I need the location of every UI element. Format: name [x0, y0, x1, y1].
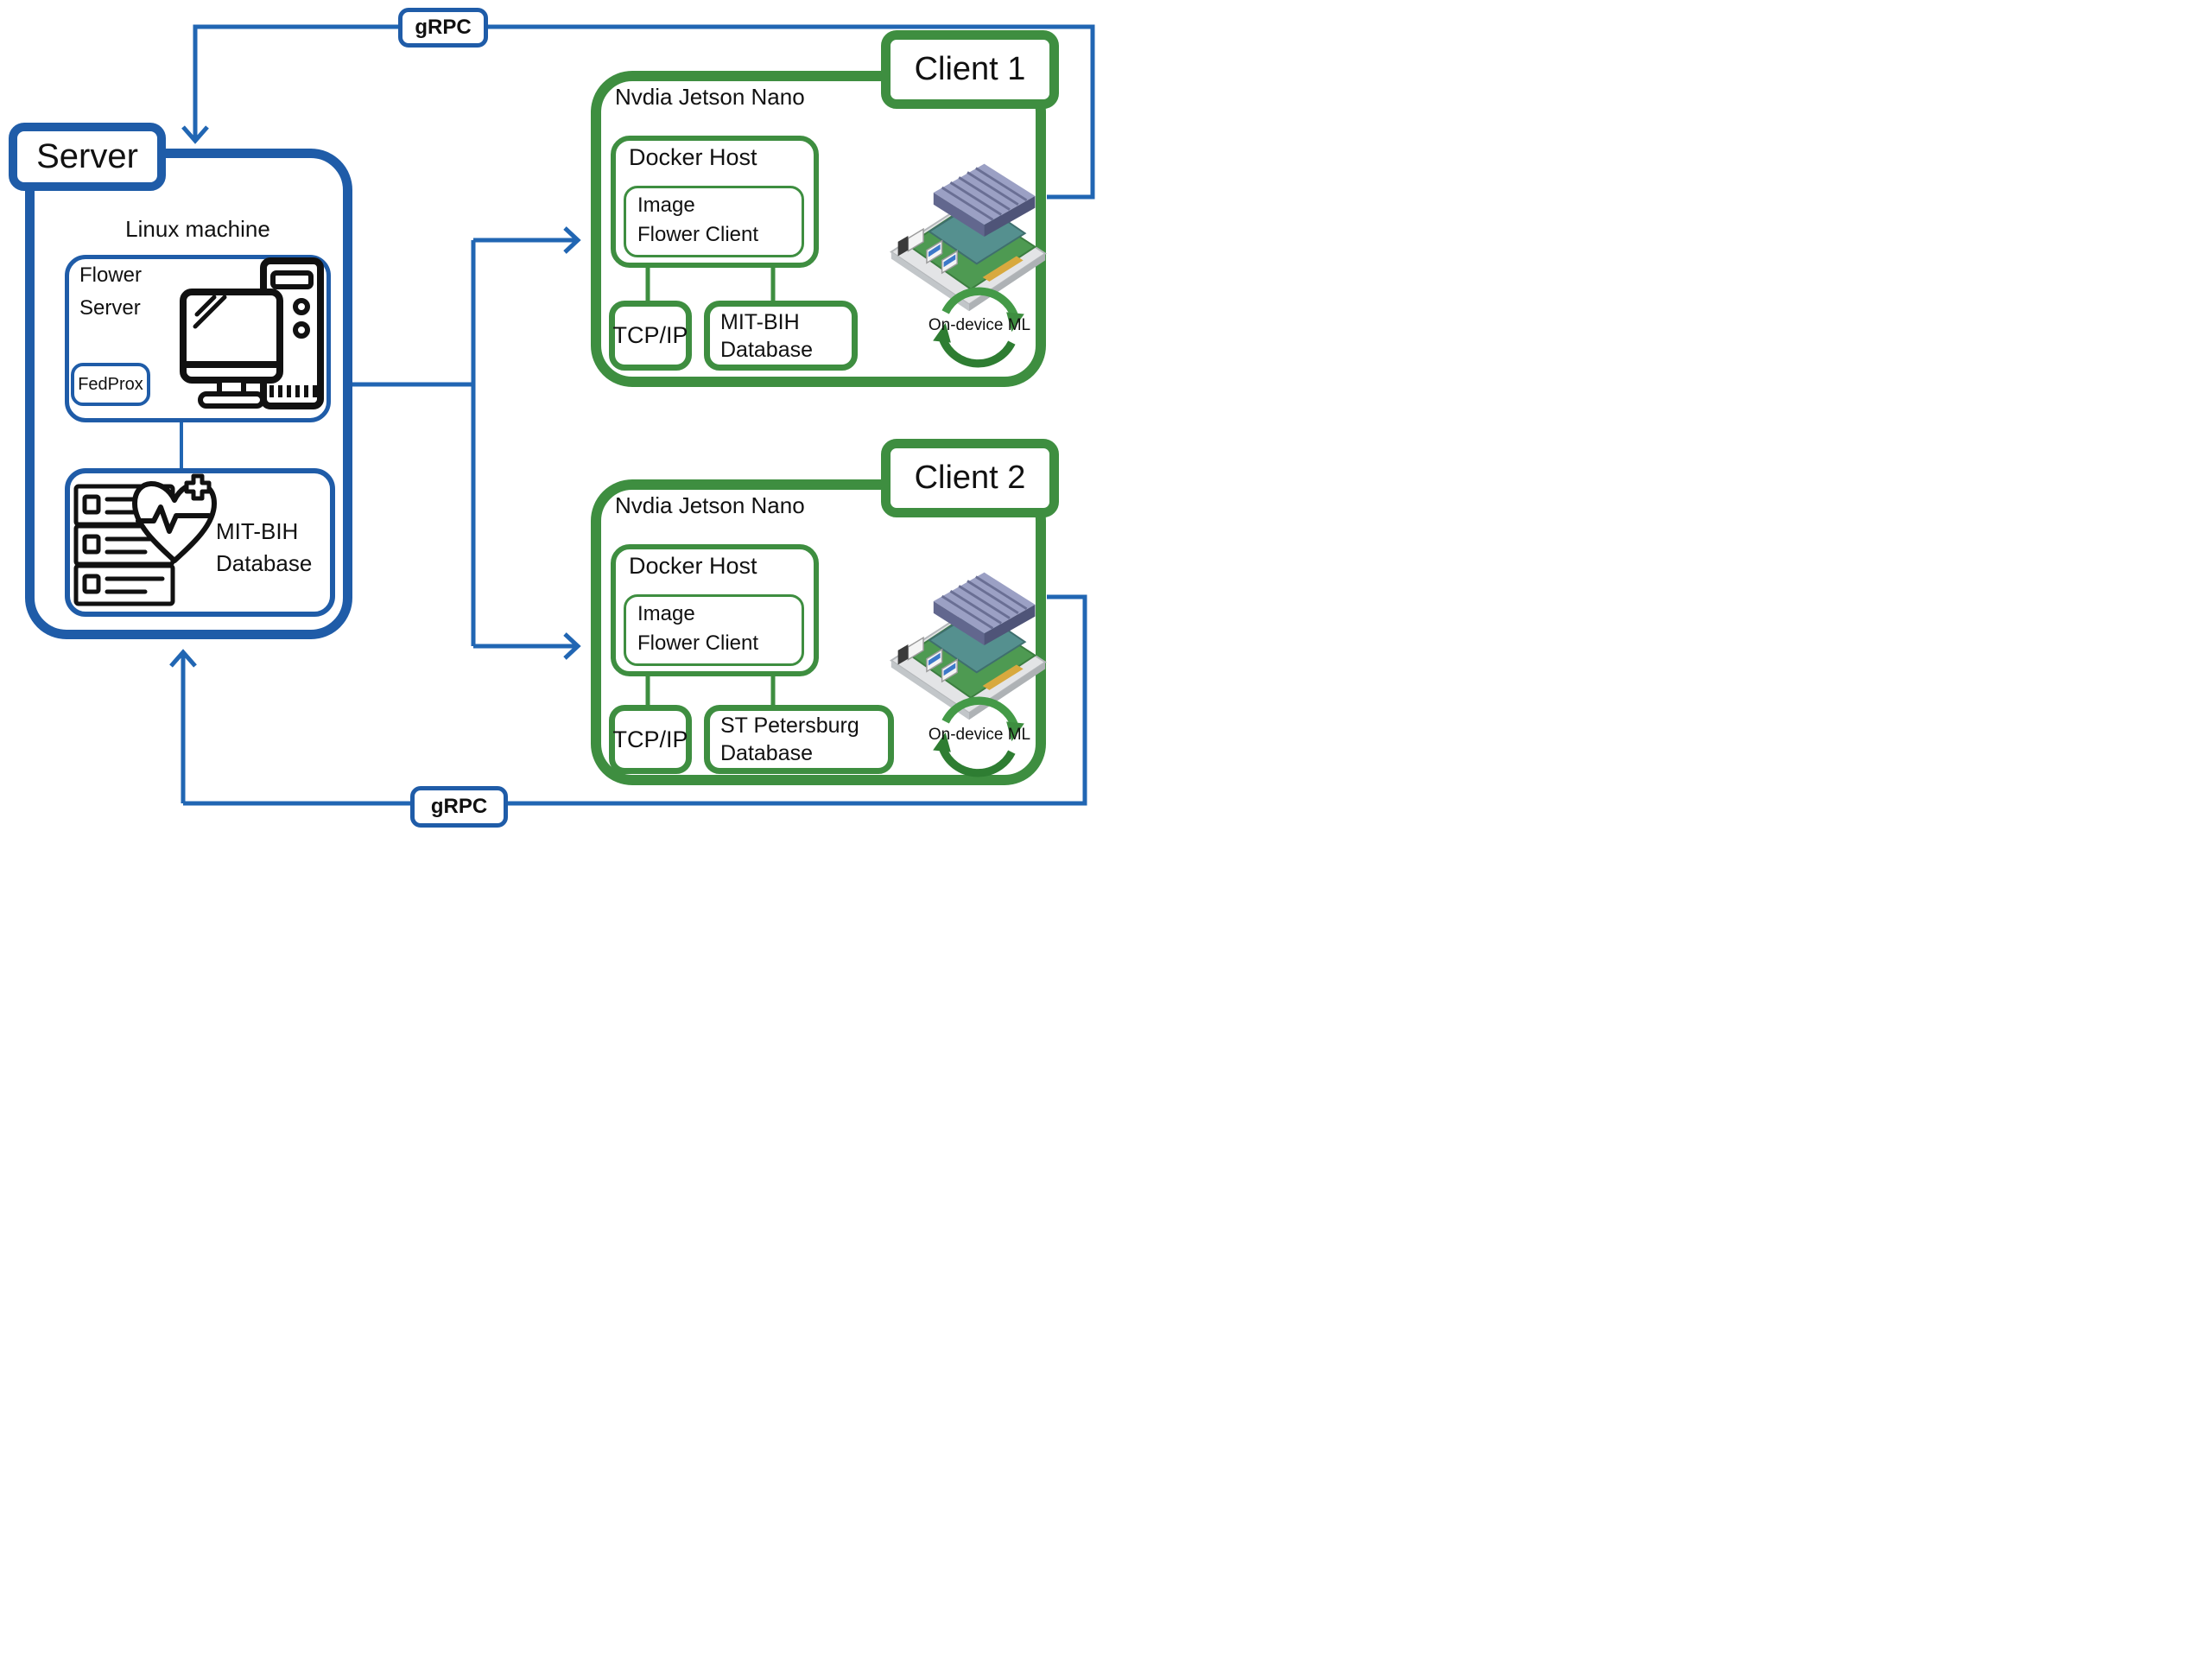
- client1-docker-label: Docker Host: [629, 144, 757, 170]
- federated-learning-architecture-diagram: Server Linux machine Flower Server FedPr…: [0, 0, 1106, 831]
- server-title-box: Server: [9, 123, 166, 191]
- client2-image-label-line2: Flower Client: [637, 631, 759, 655]
- grpc-top-line: [181, 24, 1095, 200]
- client2-device-label: Nvdia Jetson Nano: [615, 492, 805, 518]
- client1-device-label: Nvdia Jetson Nano: [615, 84, 805, 110]
- client1-tcpip-box: TCP/IP: [609, 301, 692, 371]
- arrow-down-icon: [181, 125, 209, 144]
- client1-image-label-line2: Flower Client: [637, 223, 759, 246]
- client1-image-label-line1: Image: [637, 193, 695, 217]
- server-to-clients-line: [352, 226, 581, 660]
- flower-server-box: [65, 255, 331, 422]
- grpc-bottom-label: gRPC: [430, 795, 488, 818]
- server-database-box: [65, 468, 335, 617]
- client2-tcpip-label: TCP/IP: [612, 726, 688, 752]
- flower-server-label-line1: Flower: [79, 263, 143, 287]
- arrow-right-icon: [563, 226, 581, 254]
- client1-database-line2: Database: [720, 337, 814, 362]
- on-device-ml-icon: [933, 696, 1024, 777]
- client2-tcpip-box: TCP/IP: [609, 705, 692, 774]
- arrow-right-icon: [563, 632, 581, 660]
- health-database-icon: [73, 473, 217, 606]
- server-title: Server: [36, 137, 138, 175]
- client2-title: Client 2: [914, 460, 1026, 496]
- client2-docker-host-box: [611, 544, 819, 676]
- client1-image-box: [624, 186, 804, 257]
- client2-ml-label: On-device ML: [928, 726, 1031, 744]
- desktop-computer-icon: [180, 257, 324, 409]
- client2-database-box: ST Petersburg Database: [704, 705, 894, 774]
- grpc-bottom-line: [169, 594, 1087, 806]
- on-device-ml-icon: [933, 287, 1024, 368]
- flower-server-label-line2: Server: [79, 296, 141, 320]
- grpc-top-label: gRPC: [415, 16, 472, 39]
- client1-database-line1: MIT-BIH: [720, 309, 800, 334]
- client2-image-label-line1: Image: [637, 602, 695, 625]
- client2-docker-label: Docker Host: [629, 553, 757, 579]
- client1-title-box: Client 1: [881, 30, 1059, 109]
- docker-connectors: [645, 268, 776, 707]
- client2-image-box: [624, 594, 804, 666]
- grpc-top-box: gRPC: [398, 8, 488, 48]
- linux-machine-label: Linux machine: [125, 216, 270, 242]
- client2-title-box: Client 2: [881, 439, 1059, 517]
- client1-database-box: MIT-BIH Database: [704, 301, 858, 371]
- fedprox-label: FedProx: [78, 374, 143, 394]
- server-database-label-line2: Database: [216, 550, 313, 576]
- connector-lines: [169, 24, 1095, 806]
- client1-ml-label: On-device ML: [928, 316, 1031, 334]
- server-database-label-line1: MIT-BIH: [216, 518, 299, 544]
- client1-title: Client 1: [914, 51, 1026, 87]
- client1-docker-host-box: [611, 136, 819, 268]
- jetson-nano-board-image: [890, 163, 1047, 312]
- client1-tcpip-label: TCP/IP: [612, 322, 688, 348]
- client2-database-line2: Database: [720, 741, 814, 765]
- fedprox-box: FedProx: [71, 363, 150, 406]
- grpc-bottom-box: gRPC: [410, 786, 508, 828]
- client2-database-line1: ST Petersburg: [720, 714, 859, 738]
- server-container: [25, 149, 352, 639]
- arrow-up-icon: [169, 649, 197, 668]
